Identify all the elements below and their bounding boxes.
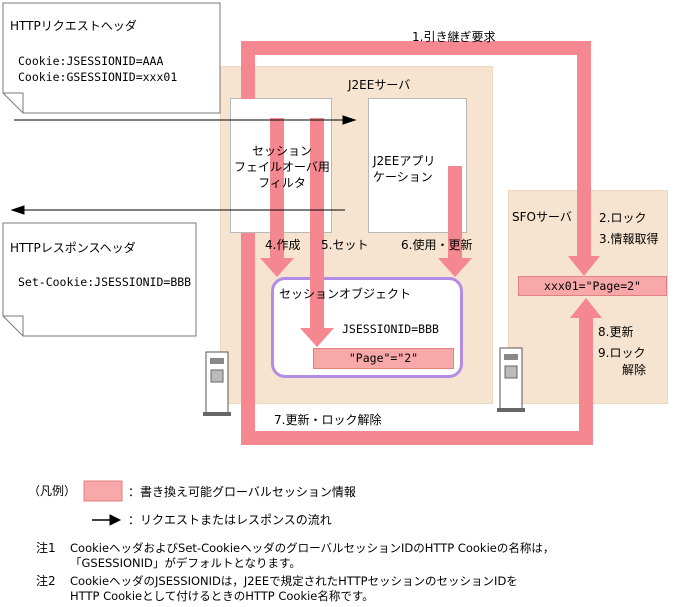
step-2-label: 2.ロック <box>599 211 647 225</box>
note-2-label: 注2 <box>36 574 56 588</box>
legend-pink-text: ：書き換え可能グローバルセッション情報 <box>128 485 356 499</box>
note-2-line-1: CookieヘッダのJSESSIONIDは，J2EEで規定されたHTTPセッショ… <box>70 574 518 588</box>
sfo-server-title: SFOサーバ <box>512 210 572 224</box>
note-1-line-2: 「GSESSIONID」がデフォルトとなります。 <box>70 556 301 570</box>
step-arrows <box>260 118 472 347</box>
sfo-value-box <box>518 276 667 296</box>
note-1-label: 注1 <box>36 541 56 555</box>
session-object-value: "Page"="2" <box>348 351 419 365</box>
filter-label-line-1: セッション <box>251 144 312 158</box>
request-header-document <box>2 2 221 114</box>
session-value-box <box>313 348 454 369</box>
step-6-label: 6.使用・更新 <box>401 238 473 252</box>
note-1-line-1: CookieヘッダおよびSet-CookieヘッダのグローバルセッションIDのH… <box>70 541 555 555</box>
note-2-line-2: HTTP Cookieとして付けるときのHTTP Cookie名称です。 <box>70 589 374 603</box>
app-label-line-1: J2EEアプリ <box>373 154 436 168</box>
step-9-label-cont: 解除 <box>622 363 647 377</box>
step-4-label: 4.作成 <box>265 238 301 252</box>
legend-arrow <box>92 514 122 526</box>
filter-label-line-2: フェイルオーバ用 <box>234 160 330 174</box>
step-5-label: 5.セット <box>321 238 369 252</box>
response-set-cookie-line: Set-Cookie:JSESSIONID=BBB <box>18 275 192 289</box>
j2ee-server-title: J2EEサーバ <box>348 78 411 92</box>
sfo-value-text: xxx01="Page=2" <box>544 279 641 293</box>
response-header-title: HTTPレスポンスヘッダ <box>10 241 136 255</box>
legend-pink-swatch <box>83 480 123 502</box>
response-header-document <box>2 222 197 337</box>
legend-arrow-text: ：リクエストまたはレスポンスの流れ <box>128 513 332 527</box>
filter-label-line-3: フィルタ <box>258 176 306 190</box>
step-8-label: 8.更新 <box>598 325 634 339</box>
request-header-title: HTTPリクエストヘッダ <box>10 19 137 33</box>
step-9-label: 9.ロック <box>598 346 646 360</box>
server-icon-right <box>497 347 525 412</box>
step-7-label: 7.更新・ロック解除 <box>274 413 382 427</box>
request-cookie-line-1: Cookie:JSESSIONID=AAA <box>18 54 164 68</box>
session-object-title: セッションオブジェクト <box>279 287 412 301</box>
flow-arrows <box>10 115 357 215</box>
session-object-id: JSESSIONID=BBB <box>342 322 439 336</box>
step-3-label: 3.情報取得 <box>599 232 659 246</box>
pink-loop-arrow <box>241 41 602 445</box>
request-cookie-line-2: Cookie:GSESSIONID=xxx01 <box>18 70 178 84</box>
legend-title: （凡例） <box>28 484 77 498</box>
step-1-label: 1.引き継ぎ要求 <box>412 30 496 44</box>
server-icon-left <box>203 351 231 416</box>
app-label-line-2: ケーション <box>373 170 433 184</box>
